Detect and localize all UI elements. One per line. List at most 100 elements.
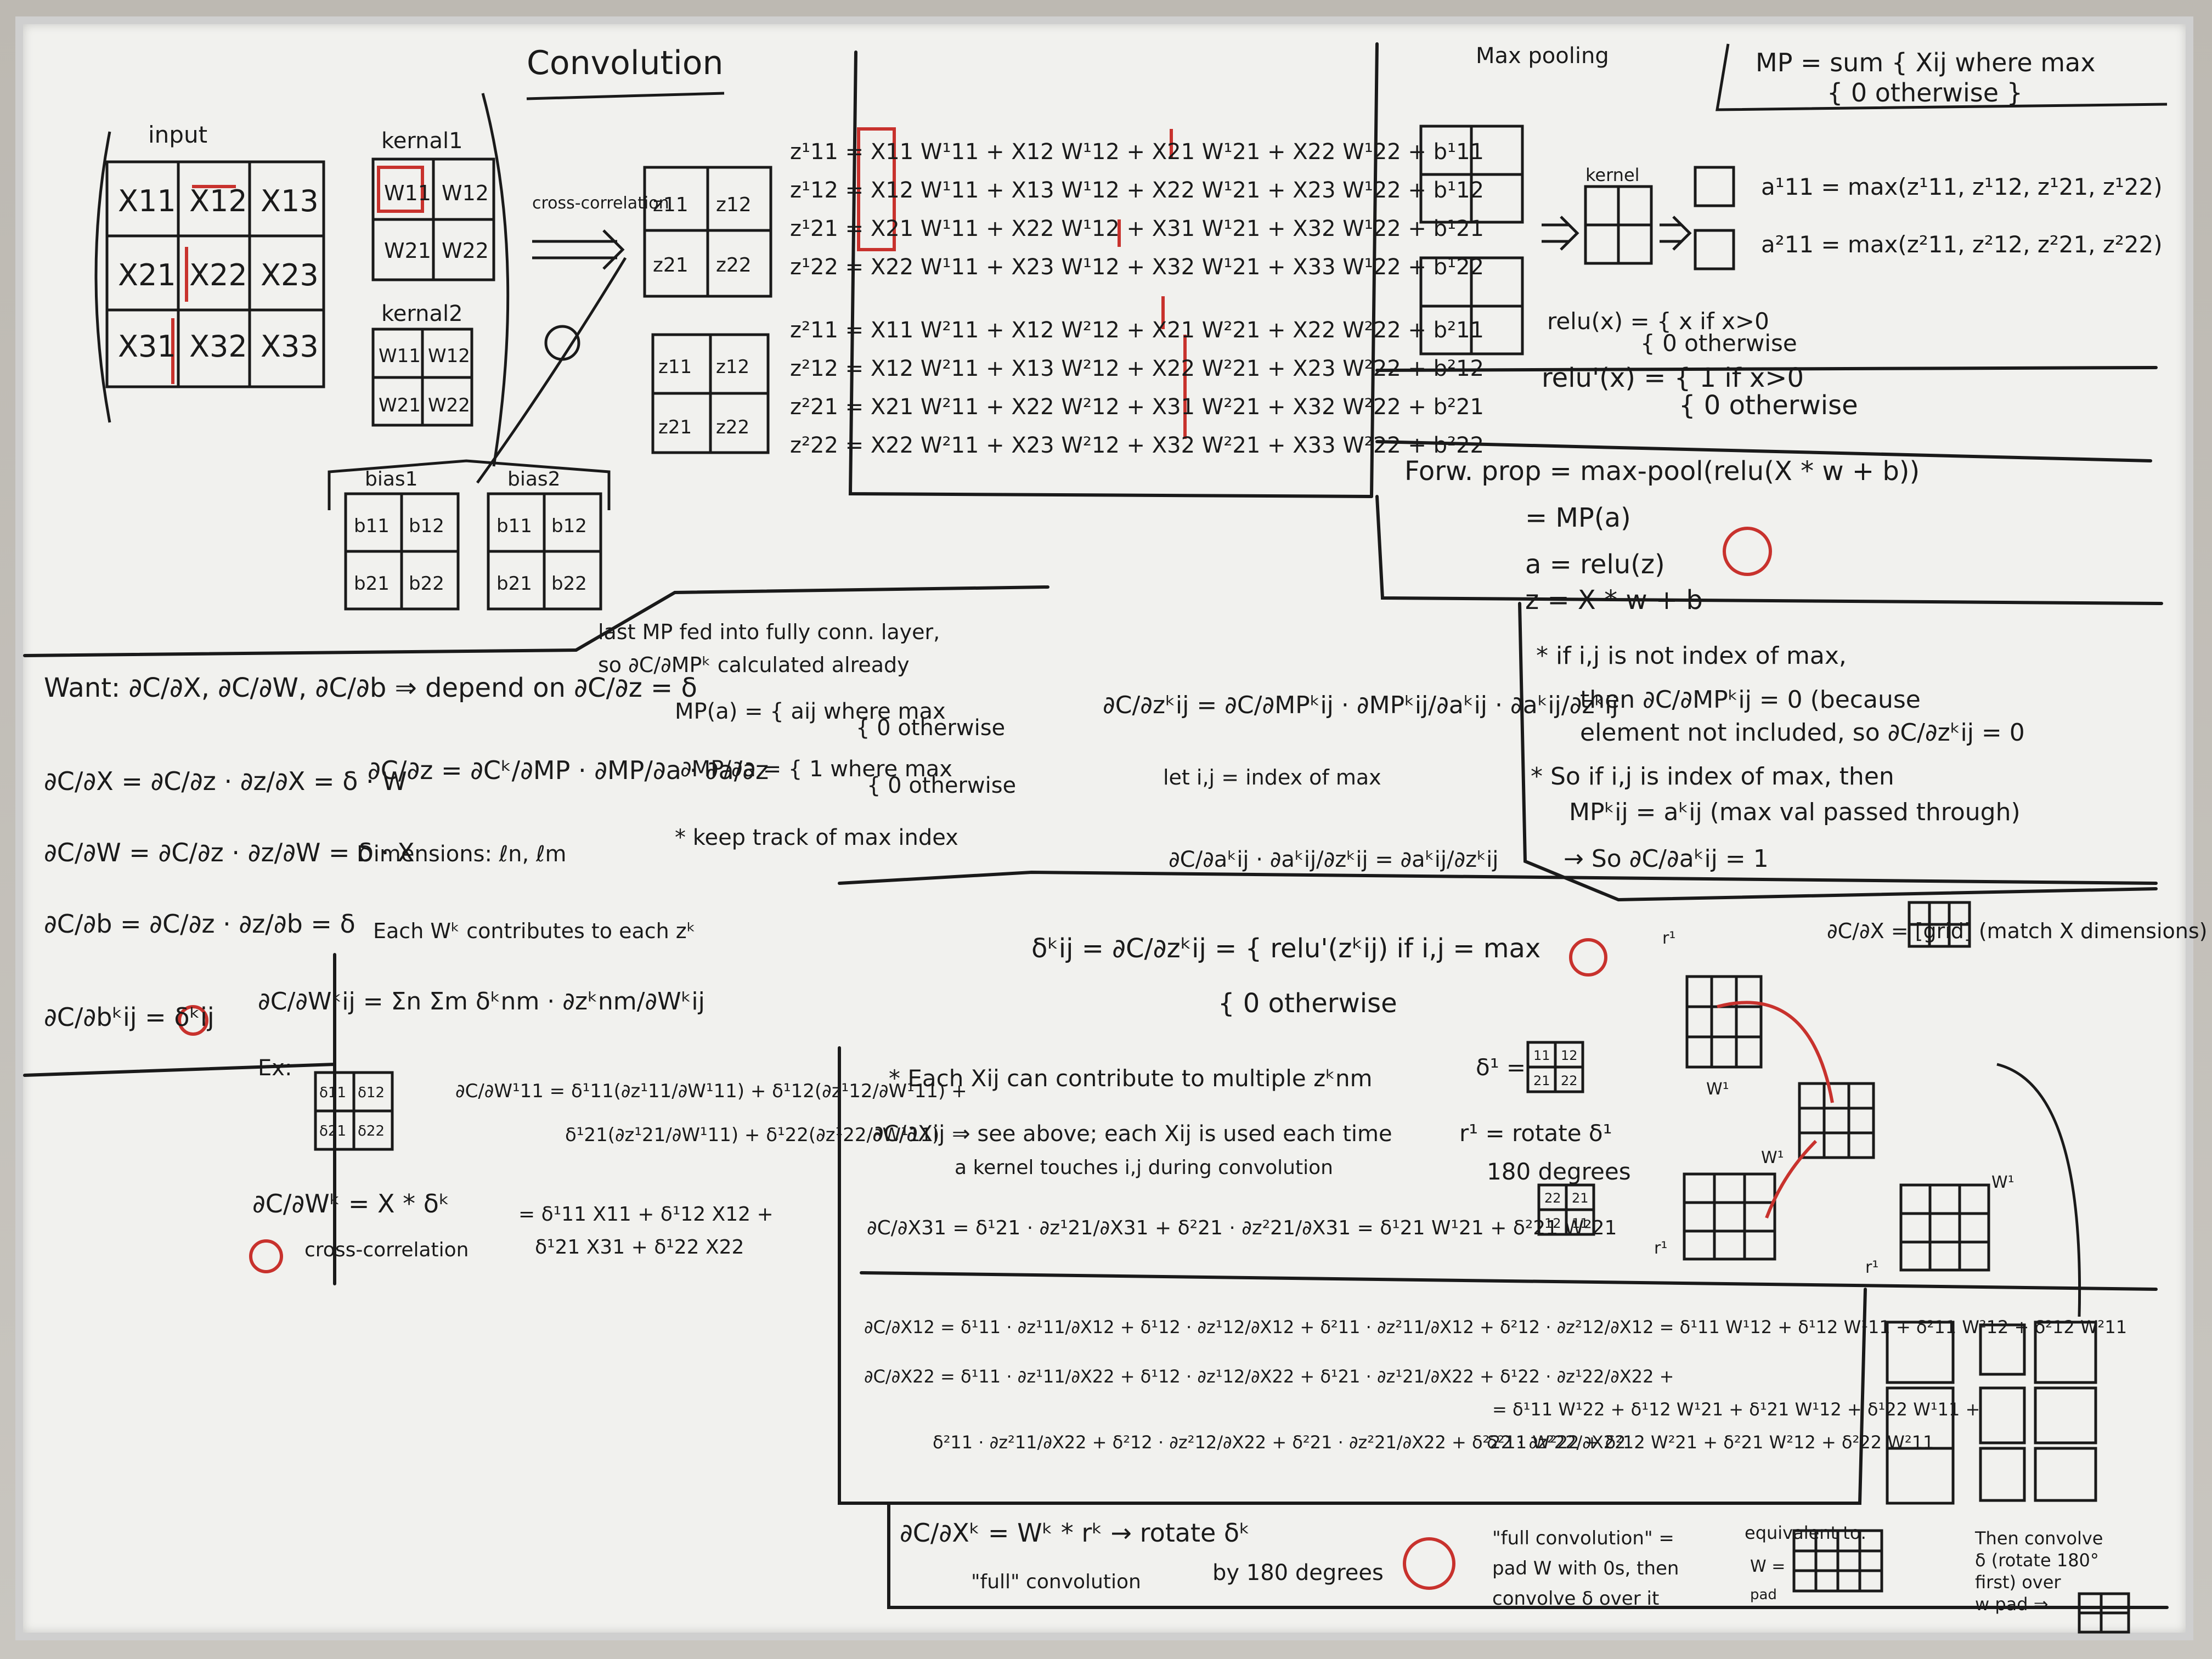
mp-arrow-2 bbox=[1660, 216, 1692, 251]
cell-x11: X11 bbox=[118, 184, 176, 218]
notes-right: * if i,j is not index of max, then ∂C/∂M… bbox=[1531, 642, 2025, 873]
conv-eq-6: z²12 = X12 W²11 + X13 W²12 + X22 W²21 + … bbox=[790, 356, 1484, 381]
note-2: then ∂C/∂MPᵏij = 0 (because bbox=[1580, 686, 1921, 714]
dw-sum: ∂C/∂Wᵏij = Σn Σm δᵏnm · ∂zᵏnm/∂Wᵏij bbox=[258, 988, 705, 1015]
r-11: 11 bbox=[1572, 1216, 1589, 1231]
dw-cross-corr: cross-correlation bbox=[304, 1239, 469, 1261]
ex-eq-2: δ¹21(∂z¹21/∂W¹11) + δ¹22(∂z¹22/∂W¹11) bbox=[565, 1124, 939, 1146]
mp-box-1: MP(a) = { aij where max bbox=[675, 699, 946, 724]
ex-d22: δ22 bbox=[358, 1123, 385, 1139]
divider-grad bbox=[23, 1063, 336, 1077]
dimensions: Dimensions: ℓn, ℓm bbox=[357, 842, 566, 867]
mp-box-2: { 0 otherwise bbox=[856, 715, 1005, 741]
max-pooling-title: Max pooling bbox=[1476, 43, 1609, 69]
full-conv-1: ∂C/∂Xᵏ = Wᵏ * rᵏ → rotate δᵏ bbox=[900, 1518, 1250, 1548]
ex-d11: δ11 bbox=[319, 1085, 346, 1101]
dw-result: ∂C/∂Wᵏ = X * δᵏ bbox=[252, 1189, 450, 1218]
bias-arrow bbox=[476, 257, 627, 484]
d1-22: 22 bbox=[1561, 1073, 1578, 1088]
b2-11: b11 bbox=[496, 515, 532, 537]
fwd-3: a = relu(z) bbox=[1525, 549, 1665, 580]
full-conv-note-3: convolve δ over it bbox=[1492, 1588, 1659, 1610]
then-2: δ (rotate 180° bbox=[1975, 1550, 2099, 1571]
full-conv-box bbox=[887, 1502, 2169, 1609]
z2-21: z21 bbox=[658, 416, 692, 438]
mp-box: MP(a) = { aij where max { 0 otherwise ∂M… bbox=[675, 699, 1016, 850]
cell-x22: X22 bbox=[189, 258, 247, 292]
mp-box-3: ∂MP/∂a = { 1 where max bbox=[680, 757, 952, 782]
cross-correlation-label: cross-correlation bbox=[532, 194, 669, 213]
grad-dbk: ∂C/∂bᵏij = δᵏij bbox=[44, 1002, 215, 1032]
see-above-1: ∂C/∂Xij ⇒ see above; each Xij is used ea… bbox=[872, 1121, 1392, 1147]
last-mp-1: last MP fed into fully conn. layer, bbox=[598, 620, 940, 644]
then-convolve: Then convolve δ (rotate 180° first) over… bbox=[1974, 1528, 2103, 1615]
b1-22: b22 bbox=[409, 573, 444, 595]
delta1-cells: 11 12 21 22 bbox=[1533, 1048, 1578, 1088]
conv-eq-3: z¹21 = X21 W¹11 + X22 W¹12 + X31 W¹21 + … bbox=[790, 216, 1484, 241]
divider-relu bbox=[1375, 366, 2158, 372]
title-underline bbox=[526, 92, 725, 100]
divider-mid-upper bbox=[574, 585, 1049, 652]
conv-eq-4: z¹22 = X22 W¹11 + X23 W¹12 + X32 W¹21 + … bbox=[790, 255, 1484, 280]
notes-box bbox=[1518, 602, 2158, 902]
kernel-bracket bbox=[481, 93, 510, 467]
z1-21: z21 bbox=[653, 254, 689, 276]
a1-eq: a¹11 = max(z¹11, z¹12, z¹21, z¹22) bbox=[1761, 173, 2163, 200]
then-4: w pad ⇒ bbox=[1975, 1594, 2049, 1615]
d1-12: 12 bbox=[1561, 1048, 1578, 1063]
fwd-4: z = X * w + b bbox=[1525, 585, 1703, 616]
ex-eq-1: ∂C/∂W¹11 = δ¹11(∂z¹11/∂W¹11) + δ¹12(∂z¹1… bbox=[455, 1080, 967, 1102]
mp-box-5: * keep track of max index bbox=[675, 825, 958, 850]
k2-w12: W12 bbox=[428, 345, 470, 367]
mp-def-2: { 0 otherwise } bbox=[1827, 78, 2023, 108]
pad-grid-4 bbox=[1899, 1183, 1990, 1272]
equiv-1: equivalent to: bbox=[1745, 1522, 1866, 1543]
relu-prime-1: relu'(x) = { 1 if x>0 bbox=[1542, 363, 1804, 393]
input-grid bbox=[105, 160, 325, 388]
then-1: Then convolve bbox=[1974, 1528, 2103, 1549]
note-6: → So ∂C/∂aᵏij = 1 bbox=[1564, 845, 1769, 873]
d1-11: 11 bbox=[1533, 1048, 1550, 1063]
dx22-2: δ²11 · ∂z²11/∂X22 + δ²12 · ∂z²12/∂X22 + … bbox=[933, 1432, 1626, 1453]
ex-label: Ex: bbox=[258, 1056, 292, 1081]
plus-circle bbox=[544, 325, 580, 361]
w1-label-c: W¹ bbox=[1991, 1173, 2015, 1192]
r-12: 12 bbox=[1544, 1216, 1561, 1231]
rotated-cells: 22 21 12 11 bbox=[1544, 1190, 1589, 1231]
dx12: ∂C/∂X12 = δ¹11 · ∂z¹11/∂X12 + δ¹12 · ∂z¹… bbox=[864, 1317, 2127, 1338]
note-4: * So if i,j is index of max, then bbox=[1531, 763, 1894, 791]
b2-21: b21 bbox=[496, 573, 532, 595]
conv-eq-1: z¹11 = X11 W¹11 + X12 W¹12 + X21 W¹21 + … bbox=[790, 139, 1484, 165]
forward-prop: Forw. prop = max-pool(relu(X * w + b)) =… bbox=[1404, 456, 1920, 616]
kernel2-cells: W11 W12 W21 W22 bbox=[379, 345, 470, 416]
b2-22: b22 bbox=[551, 573, 587, 595]
ex-cells: δ11 δ12 δ21 δ22 bbox=[319, 1085, 385, 1139]
input-cells: X11 X12 X13 X21 X22 X23 X31 X32 X33 bbox=[118, 184, 319, 364]
delta-chain: ∂C/∂zᵏij = ∂C/∂MPᵏij · ∂MPᵏij/∂aᵏij · ∂a… bbox=[1103, 691, 1618, 719]
dx22-3: = δ¹11 W¹22 + δ¹12 W¹21 + δ¹21 W¹12 + δ¹… bbox=[1492, 1399, 1980, 1420]
grad-db: ∂C/∂b = ∂C/∂z · ∂z/∂b = δ bbox=[44, 909, 356, 939]
equiv-2: W = bbox=[1750, 1557, 1785, 1576]
dw-expand-1: = δ¹11 X11 + δ¹12 X12 + bbox=[518, 1203, 774, 1226]
full-conv-2: "full" convolution bbox=[971, 1571, 1141, 1593]
grad-list: ∂C/∂X = ∂C/∂z · ∂z/∂X = δ · W ∂C/∂W = ∂C… bbox=[44, 766, 415, 1032]
r1-label-c: r¹ bbox=[1865, 1258, 1878, 1277]
pad-grid-1 bbox=[1685, 975, 1763, 1069]
divider-mid bbox=[838, 870, 2158, 885]
whiteboard bbox=[15, 16, 2193, 1640]
red-annotations bbox=[171, 127, 1834, 1590]
let-ij: let i,j = index of max bbox=[1163, 765, 1381, 789]
divider-left-horizontal bbox=[23, 648, 578, 657]
equiv-3: pad bbox=[1750, 1587, 1777, 1603]
cell-x23: X23 bbox=[261, 258, 319, 292]
mp-def-box bbox=[1716, 43, 2168, 111]
each-w-note: Each Wᵏ contributes to each zᵏ bbox=[373, 919, 696, 943]
z2-11: z11 bbox=[658, 356, 692, 378]
b2-12: b12 bbox=[551, 515, 587, 537]
b1-21: b21 bbox=[354, 573, 390, 595]
kernel2-label: kernal2 bbox=[381, 301, 463, 326]
r-22: 22 bbox=[1544, 1190, 1561, 1206]
pad-arrow bbox=[1996, 1063, 2081, 1317]
input-bracket-left bbox=[94, 131, 111, 423]
